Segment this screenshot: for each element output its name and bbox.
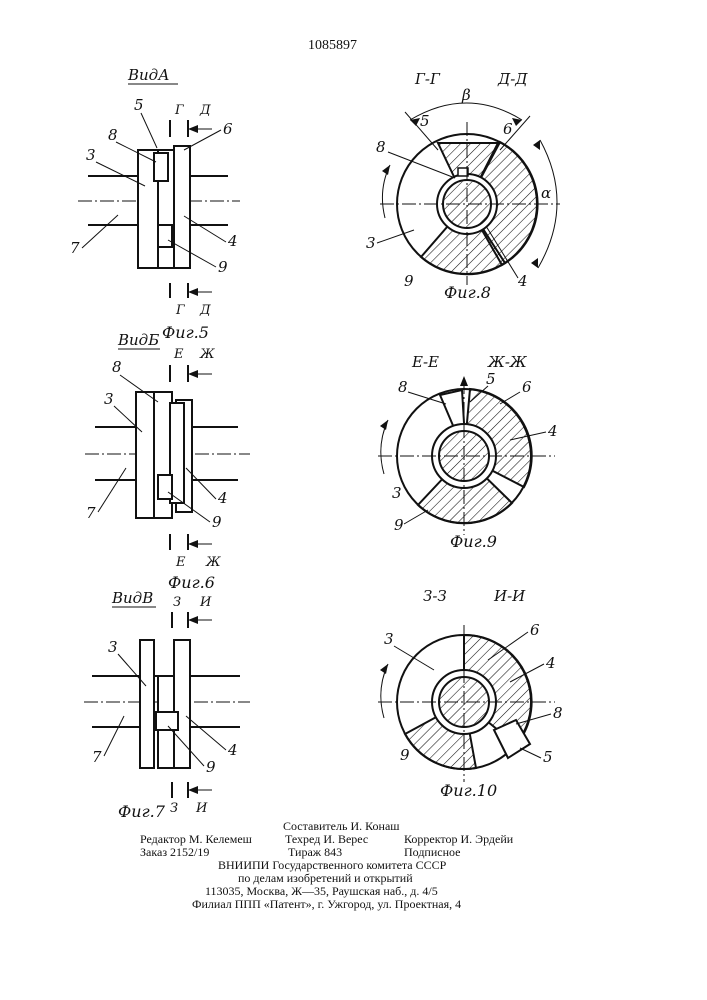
fig8-part-3: 3 — [366, 234, 376, 252]
fig9-section-zhzh: Ж-Ж — [487, 353, 528, 371]
fig5-drawing: ВидА Г Д Г Д 5 8 3 7 4 9 — [70, 66, 240, 342]
fig7-sec-b-top: И — [199, 595, 212, 610]
fig5-part-4: 4 — [227, 232, 238, 250]
fig10-section-ii: И-И — [493, 587, 526, 605]
fig6-sec-b-bot: Ж — [205, 555, 221, 570]
fig8-caption: Фиг.8 — [444, 283, 491, 302]
fig7-view-label: ВидВ — [111, 589, 153, 607]
fig7-drawing: ВидВ З И З И 3 7 4 9 Фиг.7 — [84, 589, 250, 821]
fig9-part-4: 4 — [547, 422, 558, 440]
fig6-caption: Фиг.6 — [168, 573, 215, 592]
fig5-sec-b-bot: Д — [199, 303, 211, 318]
fig7-part-4: 4 — [227, 741, 238, 759]
fig6-view-label: ВидБ — [117, 331, 159, 349]
fig9-section-ee: Е-Е — [411, 353, 439, 371]
fig10-part-6: 6 — [530, 621, 540, 639]
fig8-section-dd: Д-Д — [497, 70, 528, 88]
colophon-order: Заказ 2152/19 — [140, 846, 209, 859]
fig10-part-3: 3 — [384, 630, 394, 648]
fig8-part-4: 4 — [517, 272, 528, 290]
fig5-part-6: 6 — [223, 120, 233, 138]
fig5-part-7: 7 — [70, 239, 80, 257]
fig9-part-8: 8 — [398, 378, 408, 396]
fig10-caption: Фиг.10 — [440, 781, 497, 800]
fig8-part-6: 6 — [503, 120, 513, 138]
fig8-section-gg: Г-Г — [414, 70, 441, 88]
fig6-sec-a-bot: Е — [175, 555, 186, 570]
fig10-drawing: З-З И-И 3 6 4 8 9 5 Фиг.10 — [378, 587, 563, 800]
fig8-angle-beta: β — [461, 86, 471, 104]
fig6-drawing: ВидБ Е Ж Е Ж 8 3 7 4 9 Фиг.6 — [85, 331, 250, 592]
fig10-section-zz: З-З — [423, 587, 447, 605]
fig9-part-5: 5 — [486, 370, 496, 388]
fig5-part-3: 3 — [86, 146, 96, 164]
fig10-part-8: 8 — [553, 704, 563, 722]
fig9-drawing: Е-Е Ж-Ж 8 5 6 4 3 9 Фиг.9 — [378, 353, 558, 551]
fig8-drawing: Г-Г Д-Д β α 5 6 8 3 9 4 — [366, 70, 560, 302]
fig5-part-9: 9 — [218, 258, 228, 276]
fig5-view-label: ВидА — [127, 66, 170, 84]
fig8-part-8: 8 — [376, 138, 386, 156]
fig6-part-3: 3 — [104, 390, 114, 408]
colophon-branch: Филиал ППП «Патент», г. Ужгород, ул. Про… — [192, 898, 461, 911]
fig6-sec-b-top: Ж — [199, 347, 215, 362]
fig7-sec-b-bot: И — [195, 801, 208, 816]
fig7-part-7: 7 — [92, 748, 102, 766]
fig5-sec-a-bot: Г — [175, 303, 185, 318]
fig7-part-9: 9 — [206, 758, 216, 776]
fig7-sec-a-top: З — [173, 595, 181, 610]
fig7-sec-a-bot: З — [170, 801, 178, 816]
fig5-part-8: 8 — [108, 126, 118, 144]
fig8-angle-alpha: α — [541, 184, 551, 202]
fig9-caption: Фиг.9 — [450, 532, 497, 551]
fig5-part-5: 5 — [134, 96, 144, 114]
fig9-part-6: 6 — [522, 378, 532, 396]
fig9-part-9: 9 — [394, 516, 404, 534]
fig6-part-7: 7 — [86, 504, 96, 522]
fig6-part-8: 8 — [112, 358, 122, 376]
fig5-sec-b-top: Д — [199, 103, 211, 118]
fig9-part-3: 3 — [392, 484, 402, 502]
fig7-part-3: 3 — [108, 638, 118, 656]
fig5-caption: Фиг.5 — [162, 323, 209, 342]
fig10-part-9: 9 — [400, 746, 410, 764]
fig6-part-9: 9 — [212, 513, 222, 531]
fig7-caption: Фиг.7 — [118, 802, 166, 821]
fig6-part-4: 4 — [217, 489, 228, 507]
fig6-sec-a-top: Е — [173, 347, 184, 362]
fig8-part-5: 5 — [420, 112, 430, 130]
fig5-sec-a-top: Г — [174, 103, 184, 118]
fig10-part-5: 5 — [543, 748, 553, 766]
fig8-part-9: 9 — [404, 272, 414, 290]
patent-number: 1085897 — [308, 38, 357, 53]
fig10-part-4: 4 — [545, 654, 556, 672]
